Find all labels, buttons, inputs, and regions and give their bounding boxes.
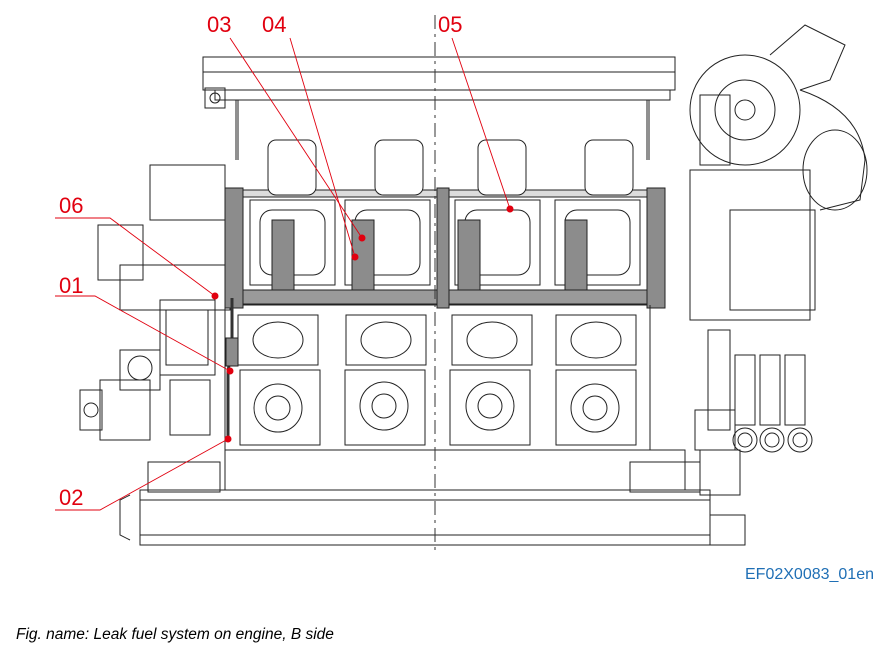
crankcase-lower-row bbox=[239, 369, 637, 446]
point-06 bbox=[211, 292, 219, 300]
callout-01: 01 bbox=[59, 273, 84, 298]
callout-02: 02 bbox=[59, 485, 84, 510]
figure-caption: Fig. name: Leak fuel system on engine, B… bbox=[16, 626, 334, 643]
figure-id: EF02X0083_01en bbox=[745, 566, 874, 583]
cylinder-head-4 bbox=[554, 139, 641, 291]
leader-06 bbox=[55, 217, 216, 297]
cylinder-head-2 bbox=[344, 139, 431, 291]
leader-01 bbox=[55, 295, 231, 372]
point-02 bbox=[224, 435, 232, 443]
point-04 bbox=[351, 253, 359, 261]
cylinder-head-3 bbox=[454, 139, 541, 291]
callout-03: 03 bbox=[207, 12, 232, 37]
leader-03 bbox=[229, 37, 363, 239]
crankcase-upper-row bbox=[237, 314, 637, 366]
left-housing bbox=[149, 164, 226, 221]
leader-05 bbox=[451, 37, 511, 210]
leader-04 bbox=[289, 37, 356, 258]
cylinder-head-1 bbox=[249, 139, 336, 291]
callout-05: 05 bbox=[438, 12, 463, 37]
point-03 bbox=[358, 234, 366, 242]
callout-04: 04 bbox=[262, 12, 287, 37]
turbocharger bbox=[689, 24, 868, 321]
point-05 bbox=[506, 205, 514, 213]
exhaust-pipes bbox=[694, 329, 813, 496]
leader-02 bbox=[55, 438, 229, 511]
point-01 bbox=[226, 367, 234, 375]
oil-sump bbox=[139, 489, 711, 546]
top-exhaust-housing bbox=[202, 56, 676, 91]
callout-06: 06 bbox=[59, 193, 84, 218]
